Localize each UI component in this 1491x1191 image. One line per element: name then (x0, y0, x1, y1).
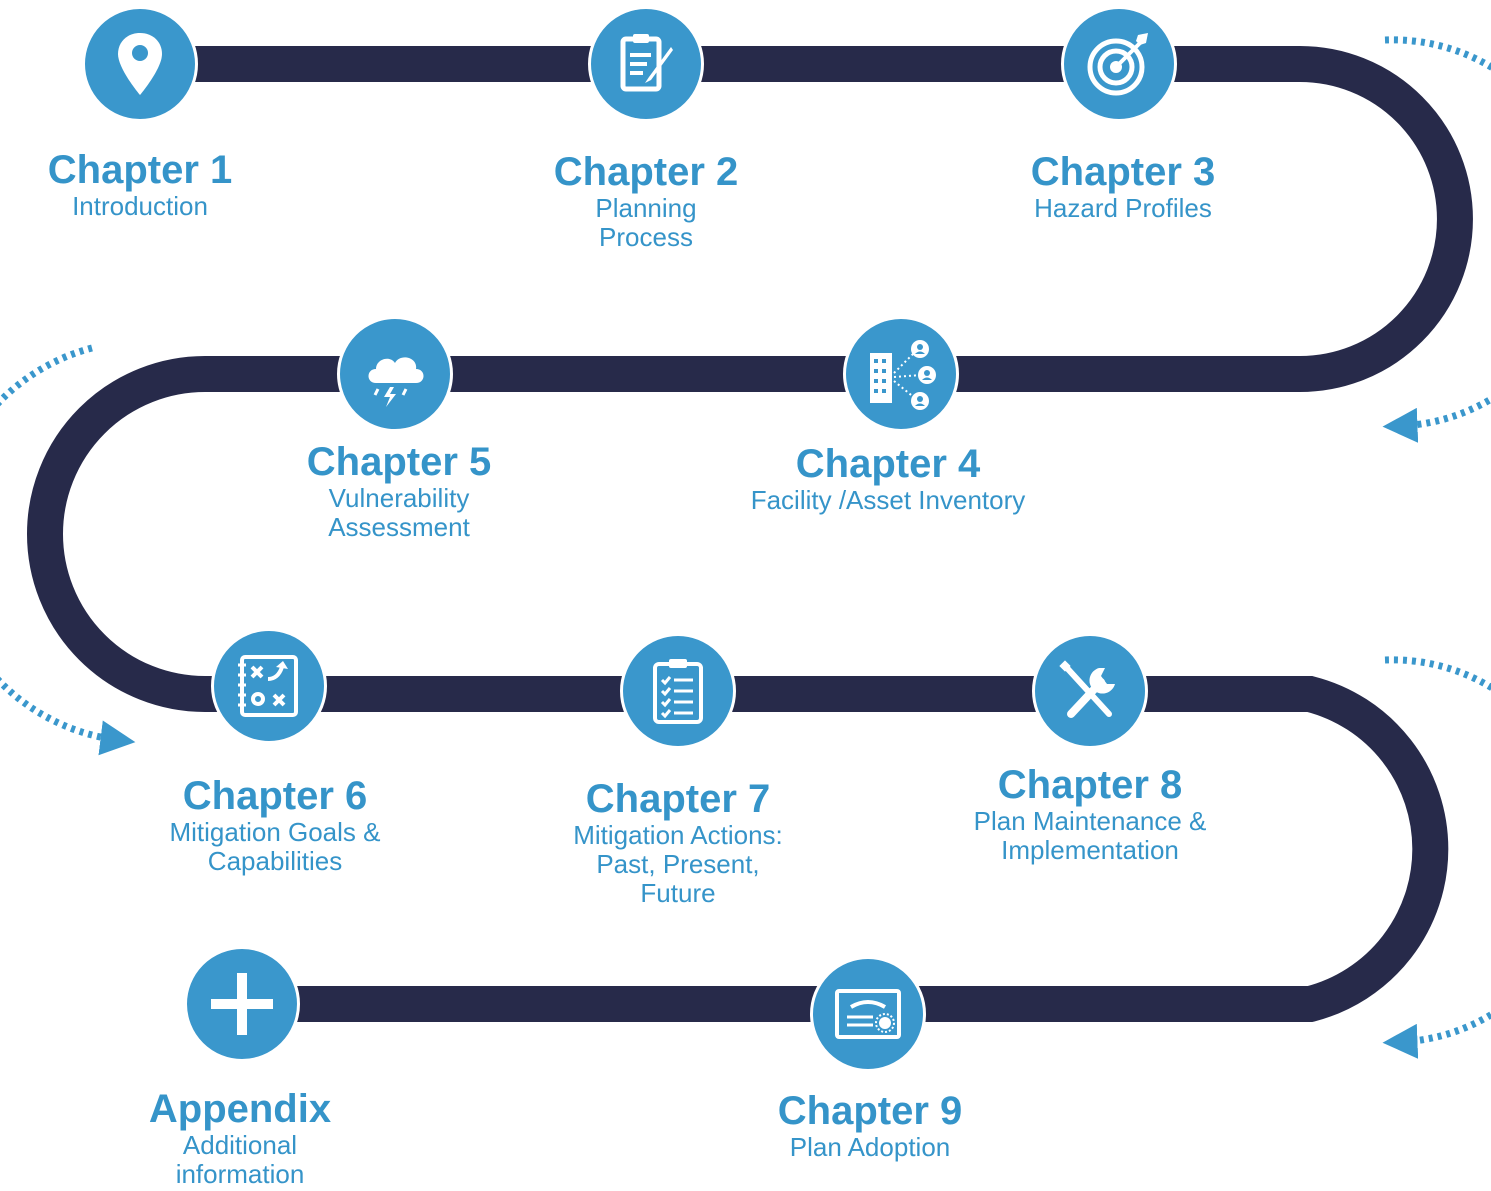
chapter-7-title: Chapter 7 (585, 777, 771, 821)
strategy-board-icon (238, 655, 298, 717)
chapter-2-subtitle: Planning Process (595, 193, 697, 252)
chapter-4-node (843, 316, 959, 432)
direction-arrow-right-bottom (1382, 656, 1491, 1059)
chapter-1-label: Chapter 1 Introduction (0, 148, 320, 221)
chapter-3-label: Chapter 3 Hazard Profiles (943, 150, 1303, 223)
target-icon (1087, 33, 1148, 96)
road-line (27, 46, 1473, 1022)
chapter-7-node (620, 633, 736, 749)
chapter-8-subtitle: Plan Maintenance & Implementation (973, 806, 1207, 865)
chapter-1-title: Chapter 1 (47, 148, 233, 192)
chapter-9-subtitle: Plan Adoption (789, 1132, 951, 1162)
chapter-4-title: Chapter 4 (795, 442, 981, 486)
chapter-7-label: Chapter 7 Mitigation Actions: Past, Pres… (498, 777, 858, 908)
chapter-2-title: Chapter 2 (553, 150, 739, 194)
plus-icon (211, 973, 273, 1035)
appendix-label: Appendix Additional information (60, 1087, 420, 1189)
chapter-6-title: Chapter 6 (182, 774, 368, 818)
chapter-4-subtitle: Facility /Asset Inventory (750, 485, 1026, 515)
chapter-2-label: Chapter 2 Planning Process (466, 150, 826, 252)
chapter-9-label: Chapter 9 Plan Adoption (690, 1089, 1050, 1162)
building-people-icon (870, 340, 936, 410)
chapter-2-node (588, 6, 704, 122)
chapter-5-label: Chapter 5 Vulnerability Assessment (219, 440, 579, 542)
appendix-node (184, 946, 300, 1062)
chapter-6-label: Chapter 6 Mitigation Goals & Capabilitie… (95, 774, 455, 876)
checklist-icon (653, 659, 703, 724)
map-pin-icon (118, 33, 162, 95)
chapter-9-title: Chapter 9 (777, 1089, 963, 1133)
chapter-8-label: Chapter 8 Plan Maintenance & Implementat… (910, 763, 1270, 865)
chapter-3-subtitle: Hazard Profiles (1034, 193, 1212, 223)
chapter-7-subtitle: Mitigation Actions: Past, Present, Futur… (573, 820, 783, 908)
storm-cloud-icon (368, 357, 424, 407)
direction-arrow-right-top (1382, 36, 1491, 443)
chapter-5-title: Chapter 5 (306, 440, 492, 484)
chapter-6-node (211, 628, 327, 744)
clipboard-pencil-icon (620, 34, 673, 92)
chapter-5-node (337, 316, 453, 432)
direction-arrow-left (0, 344, 136, 756)
appendix-subtitle: Additional information (175, 1130, 305, 1189)
chapter-8-node (1032, 633, 1148, 749)
chapter-1-subtitle: Introduction (72, 191, 208, 221)
chapter-5-subtitle: Vulnerability Assessment (328, 483, 470, 542)
chapter-3-node (1061, 6, 1177, 122)
chapter-8-title: Chapter 8 (997, 763, 1183, 807)
tools-icon (1059, 660, 1115, 718)
chapter-4-label: Chapter 4 Facility /Asset Inventory (708, 442, 1068, 515)
chapter-9-node (810, 956, 926, 1072)
certificate-icon (835, 989, 901, 1039)
appendix-title: Appendix (148, 1087, 332, 1131)
chapter-3-title: Chapter 3 (1030, 150, 1216, 194)
chapter-6-subtitle: Mitigation Goals & Capabilities (169, 817, 381, 876)
chapter-1-node (82, 6, 198, 122)
